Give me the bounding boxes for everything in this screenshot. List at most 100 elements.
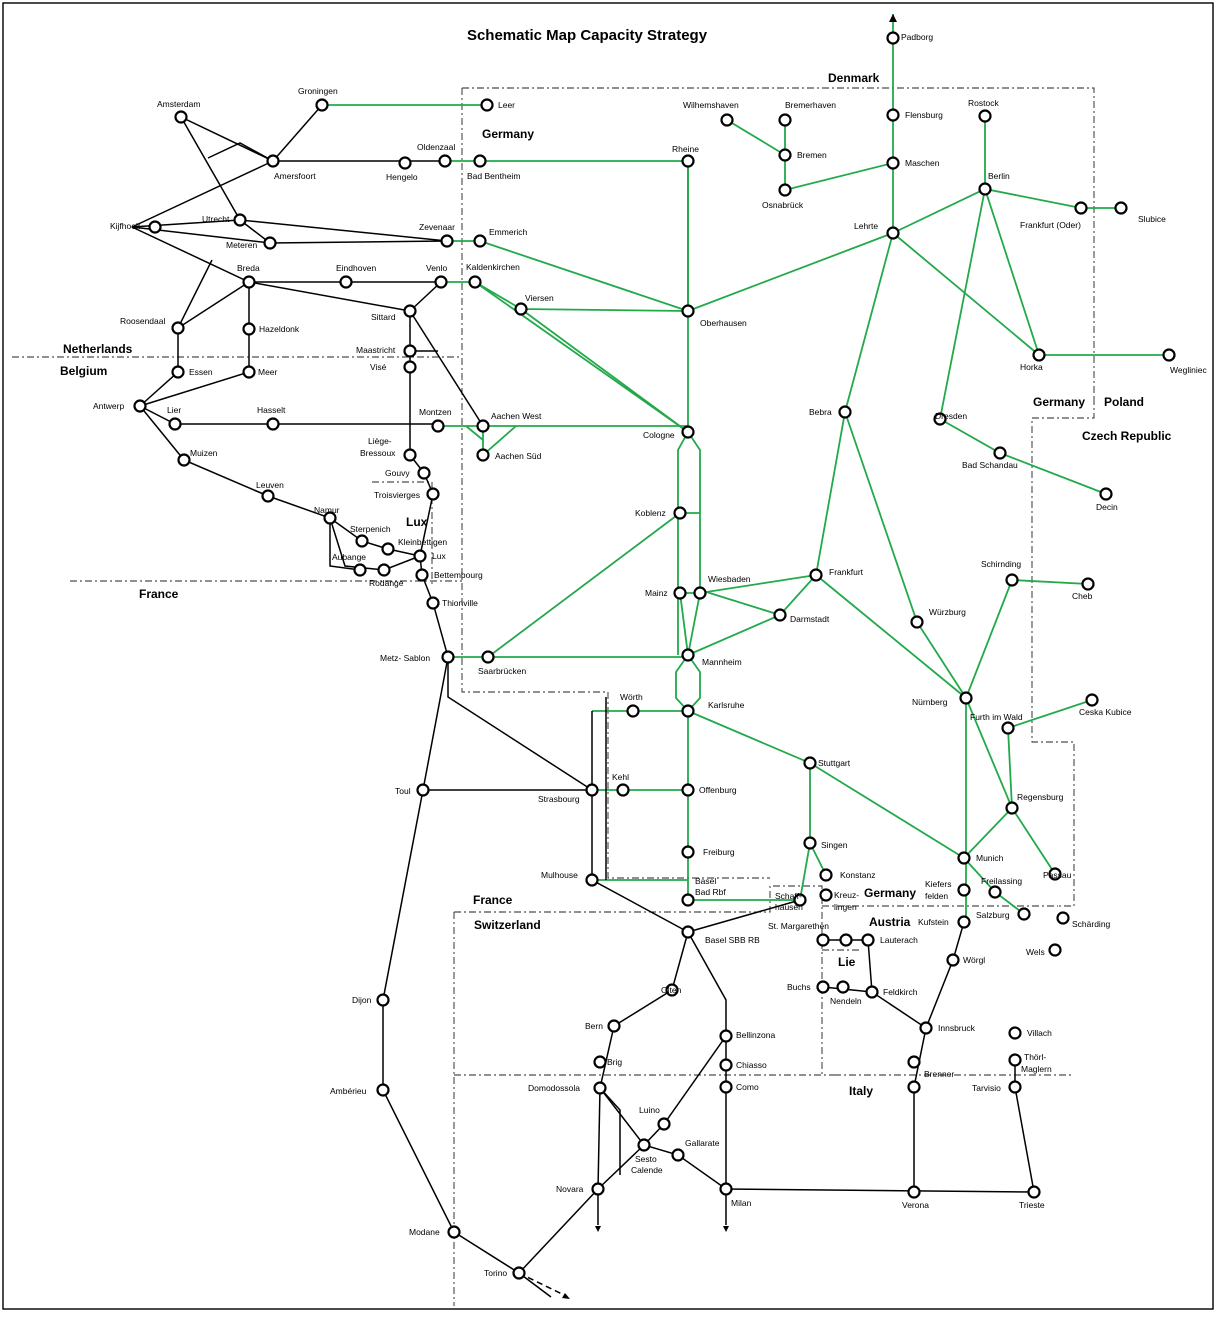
station-berlin[interactable] [978, 182, 992, 196]
station-kufstein[interactable] [957, 915, 971, 929]
station-gallarate[interactable] [671, 1148, 685, 1162]
station-brig[interactable] [593, 1055, 607, 1069]
station-slubice[interactable] [1114, 201, 1128, 215]
station-como[interactable] [719, 1080, 733, 1094]
station-oldenzaal[interactable] [438, 154, 452, 168]
station-konstanz[interactable] [819, 868, 833, 882]
station-aachen-west[interactable] [476, 419, 490, 433]
station-wiesbaden[interactable] [693, 586, 707, 600]
station-viersen[interactable] [514, 302, 528, 316]
station-vise[interactable] [403, 360, 417, 374]
station-munich[interactable] [957, 851, 971, 865]
station-bern[interactable] [607, 1019, 621, 1033]
station-sittard[interactable] [403, 304, 417, 318]
station-worth[interactable] [626, 704, 640, 718]
station-schirnding[interactable] [1005, 573, 1019, 587]
station-mannheim[interactable] [681, 648, 695, 662]
station-meer[interactable] [242, 365, 256, 379]
station-karlsruhe[interactable] [681, 704, 695, 718]
station-utrecht[interactable] [233, 213, 247, 227]
station-padborg[interactable] [886, 31, 900, 45]
station-ceska-kubice[interactable] [1085, 693, 1099, 707]
station-brenner-south[interactable] [907, 1080, 921, 1094]
station-saarbrucken[interactable] [481, 650, 495, 664]
station-liege[interactable] [403, 448, 417, 462]
station-olten[interactable] [665, 983, 679, 997]
station-groningen[interactable] [315, 98, 329, 112]
station-leer[interactable] [480, 98, 494, 112]
station-osnabruck[interactable] [778, 183, 792, 197]
station-thionville[interactable] [426, 596, 440, 610]
station-hengelo[interactable] [398, 156, 412, 170]
station-scharding[interactable] [1056, 911, 1070, 925]
station-trieste[interactable] [1027, 1185, 1041, 1199]
station-montzen[interactable] [431, 419, 445, 433]
station-offenburg[interactable] [681, 783, 695, 797]
station-decin[interactable] [1099, 487, 1113, 501]
station-koblenz[interactable] [673, 506, 687, 520]
station-worgl[interactable] [946, 953, 960, 967]
station-lehrte[interactable] [886, 226, 900, 240]
station-hasselt[interactable] [266, 417, 280, 431]
station-wilhemshaven[interactable] [720, 113, 734, 127]
station-schaffhausen[interactable] [793, 893, 807, 907]
station-modane[interactable] [447, 1225, 461, 1239]
station-domodossola[interactable] [593, 1081, 607, 1095]
station-mainz[interactable] [673, 586, 687, 600]
station-kreuzlingen[interactable] [819, 888, 833, 902]
station-wels[interactable] [1048, 943, 1062, 957]
station-amsterdam[interactable] [174, 110, 188, 124]
station-maastricht[interactable] [403, 344, 417, 358]
station-freilassing[interactable] [988, 885, 1002, 899]
station-bebra[interactable] [838, 405, 852, 419]
station-dresden[interactable] [933, 412, 947, 426]
station-gouvy[interactable] [417, 466, 431, 480]
station-stuttgart[interactable] [803, 756, 817, 770]
station-sterpenich[interactable] [355, 534, 369, 548]
station-muizen[interactable] [177, 453, 191, 467]
station-rostock[interactable] [978, 109, 992, 123]
station-villach[interactable] [1008, 1026, 1022, 1040]
station-horka[interactable] [1032, 348, 1046, 362]
station-wegliniec[interactable] [1162, 348, 1176, 362]
station-frankfurt-oder[interactable] [1074, 201, 1088, 215]
station-troisvierges[interactable] [426, 487, 440, 501]
station-strasbourg[interactable] [585, 783, 599, 797]
station-basel-bad-rbf[interactable] [681, 893, 695, 907]
station-bad-bentheim[interactable] [473, 154, 487, 168]
station-luino[interactable] [657, 1117, 671, 1131]
station-regensburg[interactable] [1005, 801, 1019, 815]
station-lauterach-junction[interactable] [839, 933, 853, 947]
station-rheine[interactable] [681, 154, 695, 168]
station-aachen-sud[interactable] [476, 448, 490, 462]
station-bellinzona[interactable] [719, 1029, 733, 1043]
station-aubange[interactable] [353, 563, 367, 577]
station-salzburg[interactable] [1017, 907, 1031, 921]
station-metz-sablon[interactable] [441, 650, 455, 664]
station-buchs[interactable] [816, 980, 830, 994]
station-antwerp[interactable] [133, 399, 147, 413]
station-essen[interactable] [171, 365, 185, 379]
station-thorl-maglern[interactable] [1008, 1053, 1022, 1067]
station-maschen[interactable] [886, 156, 900, 170]
station-singen[interactable] [803, 836, 817, 850]
station-zevenaar[interactable] [440, 234, 454, 248]
station-frankfurt[interactable] [809, 568, 823, 582]
station-kijfhoek[interactable] [148, 220, 162, 234]
station-bremen[interactable] [778, 148, 792, 162]
station-venlo[interactable] [434, 275, 448, 289]
station-bettembourg[interactable] [415, 568, 429, 582]
station-sesto-calende[interactable] [637, 1138, 651, 1152]
station-meteren[interactable] [263, 236, 277, 250]
station-brenner[interactable] [907, 1055, 921, 1069]
station-novara[interactable] [591, 1182, 605, 1196]
station-cologne[interactable] [681, 425, 695, 439]
station-flensburg[interactable] [886, 108, 900, 122]
station-chiasso[interactable] [719, 1058, 733, 1072]
station-tarvisio[interactable] [1008, 1080, 1022, 1094]
station-bremerhaven[interactable] [778, 113, 792, 127]
station-nendeln[interactable] [836, 980, 850, 994]
station-toul[interactable] [416, 783, 430, 797]
station-basel-sbb[interactable] [681, 925, 695, 939]
station-mulhouse[interactable] [585, 873, 599, 887]
